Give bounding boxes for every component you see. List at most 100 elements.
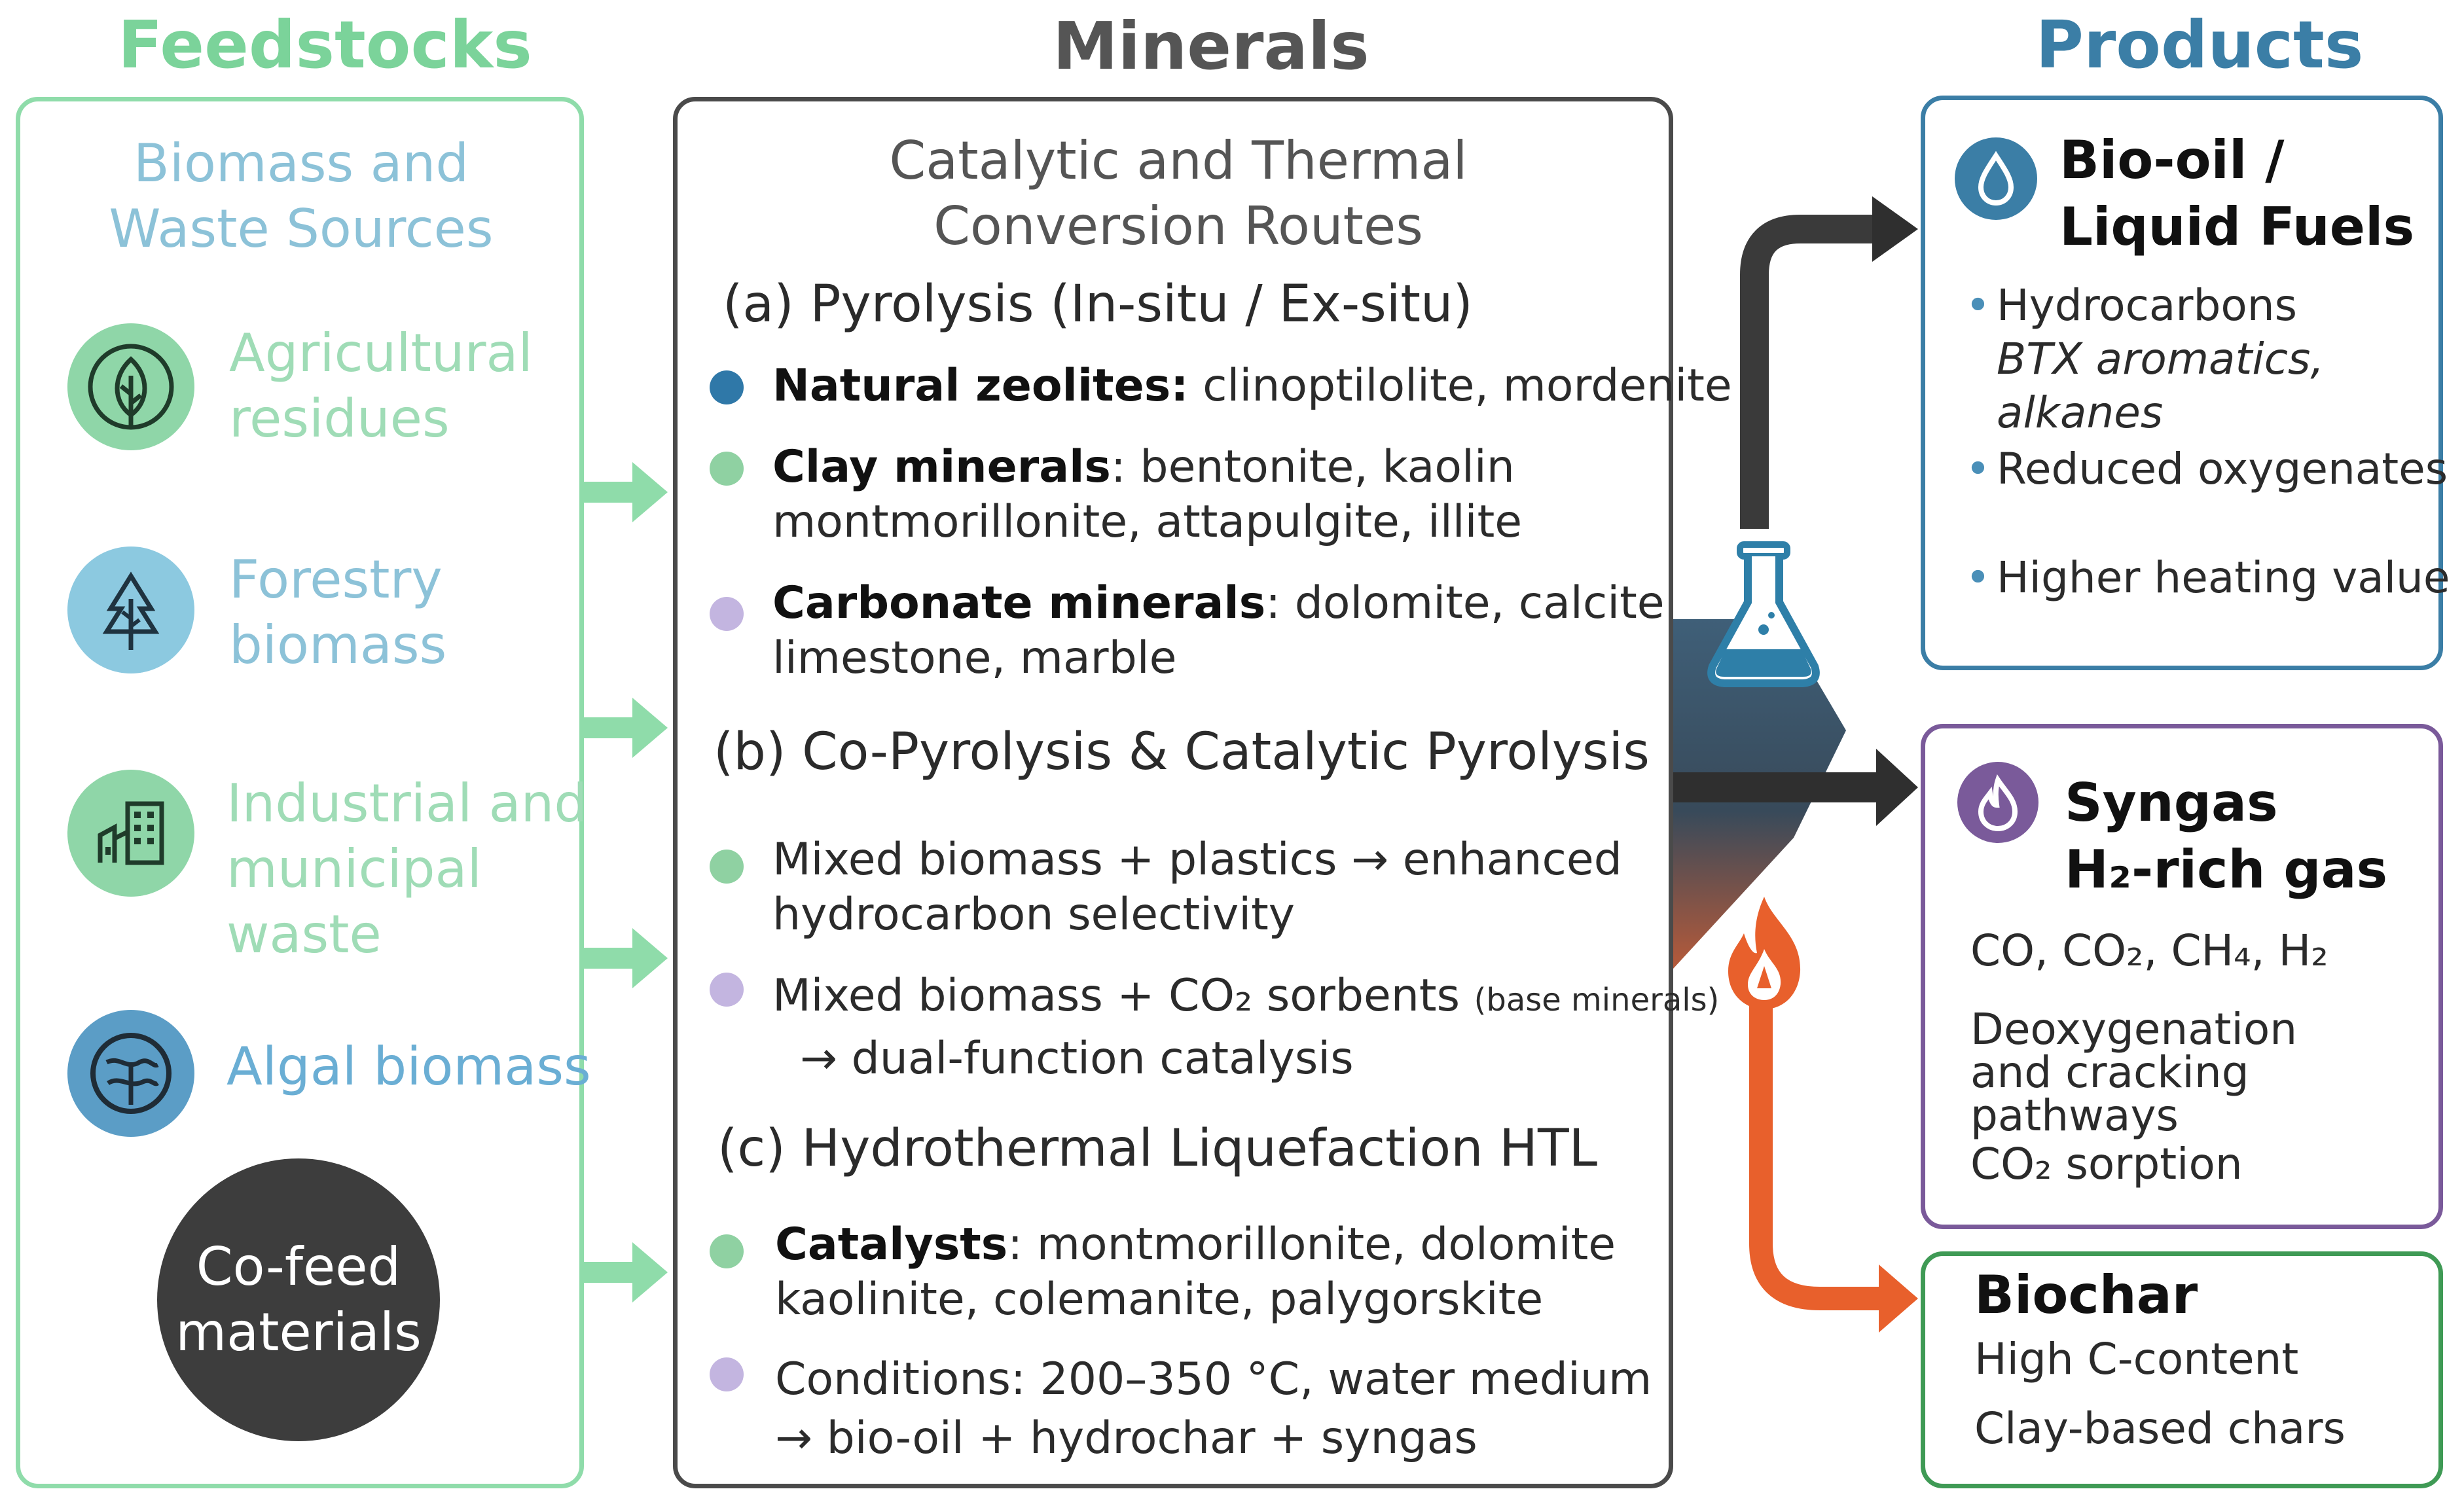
arrow-to-biochar-head [1879,1264,1918,1333]
syngas-composition: CO, CO₂, CH₄, H₂ [1970,925,2328,976]
feed-arrow-3 [584,928,668,988]
mineral-item-bold: Carbonate minerals [772,577,1266,629]
mineral-item-carbonate: Carbonate minerals: dolomite, calcite li… [772,576,1665,686]
flask-icon [1707,541,1820,687]
mineral-item-zeolites: Natural zeolites: clinoptilolite, morden… [772,359,1732,414]
section-c-title: (c) Hydrothermal Liquefaction HTL [717,1119,1598,1178]
feedstocks-subtitle-line2: Waste Sources [109,198,494,259]
feed-label-forestry: Forestry biomass [229,547,446,678]
feed-label-line: biomass [229,615,447,675]
htl-line: → bio-oil + hydrochar + syngas [775,1412,1477,1464]
gas-icon [1957,762,2038,843]
minerals-subtitle-line1: Catalytic and Thermal [889,130,1468,191]
feed-label-line: waste [226,904,382,965]
biooil-bullet-heating: Higher heating value [1965,551,2450,605]
flame-icon [1728,897,1801,1009]
syngas-title: Syngas H₂-rich gas [2065,770,2387,903]
feed-label-line: Forestry [229,549,443,610]
products-title: Products [2035,7,2364,83]
mineral-item-line: limestone, marble [772,632,1177,684]
htl-line: Catalysts: montmorillonite, dolomite [775,1217,1616,1272]
biochar-panel [1921,1251,2443,1488]
bullet-dot-purple [710,597,744,631]
feed-arrows [584,462,668,1302]
htl-item-catalysts: Catalysts: montmorillonite, dolomite kao… [775,1217,1616,1327]
algae-icon [67,1010,194,1137]
coprolysis-small-note: (base minerals) [1474,982,1720,1018]
minerals-title: Minerals [1053,8,1369,84]
htl-bold: Catalysts [775,1219,1008,1270]
feed-label-line: Industrial and [226,773,588,834]
arrow-to-biooil [1740,215,1879,529]
htl-text: : montmorillonite, dolomite [1007,1219,1616,1270]
mineral-item-bold: Natural zeolites: [772,360,1189,412]
biochar-title: Biochar [1974,1264,2198,1325]
feed-label-line: residues [229,388,450,449]
bullet-dot-purple [710,1357,744,1391]
feed-label-line: Agricultural [229,323,533,384]
cofeed-line1: Co-feed [196,1236,401,1297]
htl-line: Conditions: 200–350 °C, water medium [775,1354,1652,1405]
feed-label-line: municipal [226,838,482,899]
feed-arrow-2 [584,698,668,758]
minerals-panel [673,97,1673,1488]
feed-label-agricultural: Agricultural residues [229,321,533,452]
minerals-subtitle-line2: Conversion Routes [933,196,1423,257]
biooil-bullet-hydrocarbons: Hydrocarbons BTX aromatics, alkanes [1965,279,2464,440]
biooil-title-line2: Liquid Fuels [2059,196,2415,257]
feedstocks-subtitle-line1: Biomass and [133,133,469,194]
mineral-item-text: : dolomite, calcite [1265,577,1665,629]
droplet-icon [1955,137,2037,220]
tree-icon [67,547,194,673]
biooil-bullet-oxygenates: Reduced oxygenates [1965,442,2448,496]
coprolysis-line: → dual-function catalysis [800,1033,1354,1085]
feedstocks-title: Feedstocks [118,7,532,83]
section-b-title: (b) Co-Pyrolysis & Catalytic Pyrolysis [714,723,1650,781]
htl-line: kaolinite, colemanite, palygorskite [775,1274,1544,1325]
feed-label-line: Algal biomass [226,1036,591,1097]
biochar-line1: High C-content [1974,1334,2299,1384]
syngas-pathways-line: Deoxygenation [1970,1004,2298,1054]
mineral-item-clay: Clay minerals: bentonite, kaolin montmor… [772,440,1522,550]
mineral-item-bold: Clay minerals [772,441,1111,493]
coprolysis-item-plastics: Mixed biomass + plastics → enhanced hydr… [772,833,1622,942]
coprolysis-line: hydrocarbon selectivity [772,889,1295,941]
bullet-dot-green [710,850,744,884]
htl-item-conditions: Conditions: 200–350 °C, water medium → b… [775,1352,1652,1466]
arrow-to-biooil-head [1872,196,1918,262]
bullet-dot-green [710,1234,744,1268]
mineral-item-line: Clay minerals: bentonite, kaolin [772,440,1522,495]
bullet-dot-purple [710,973,744,1007]
feed-arrow-4 [584,1242,668,1302]
coprolysis-text: Mixed biomass + CO₂ sorbents [772,970,1460,1022]
mineral-item-text: clinoptilolite, mordenite [1188,360,1732,412]
bullet-dot-green [710,452,744,486]
building-icon [67,770,194,897]
coprolysis-line: Mixed biomass + plastics → enhanced [772,834,1622,886]
syngas-title-line2: H₂-rich gas [2065,839,2388,900]
arrow-to-biochar [1749,1001,1885,1310]
feed-label-algal: Algal biomass [226,1034,591,1100]
biooil-bullet-line: BTX aromatics, alkanes [1997,334,2325,438]
biochar-line2: Clay-based chars [1974,1403,2346,1454]
feed-arrow-1 [584,462,668,522]
section-a-title: (a) Pyrolysis (In-situ / Ex-situ) [723,275,1473,334]
bullet-dot-blue [710,370,744,404]
syngas-sorption: CO₂ sorption [1970,1139,2243,1189]
mineral-item-text: : bentonite, kaolin [1110,441,1515,493]
arrow-to-syngas [1673,772,1883,802]
syngas-pathways: Deoxygenation and cracking pathways [1970,1008,2464,1138]
leaf-icon [67,323,194,450]
biooil-title-line1: Bio-oil / [2059,130,2285,190]
mineral-item-line: montmorillonite, attapulgite, illite [772,496,1523,548]
feedstocks-subtitle: Biomass and Waste Sources [79,131,524,262]
arrow-to-syngas-head [1876,749,1918,826]
biooil-title: Bio-oil / Liquid Fuels [2059,127,2414,260]
minerals-subtitle: Catalytic and Thermal Conversion Routes [786,128,1571,259]
coprolysis-line: Mixed biomass + CO₂ sorbents (base miner… [772,969,1719,1028]
cofeed-line2: materials [175,1302,422,1363]
coprolysis-item-sorbents: Mixed biomass + CO₂ sorbents (base miner… [772,969,1719,1086]
mineral-item-line: Carbonate minerals: dolomite, calcite [772,576,1665,631]
biooil-bullet-line: Hydrocarbons [1997,280,2298,331]
syngas-pathways-line: and cracking pathways [1970,1047,2249,1141]
